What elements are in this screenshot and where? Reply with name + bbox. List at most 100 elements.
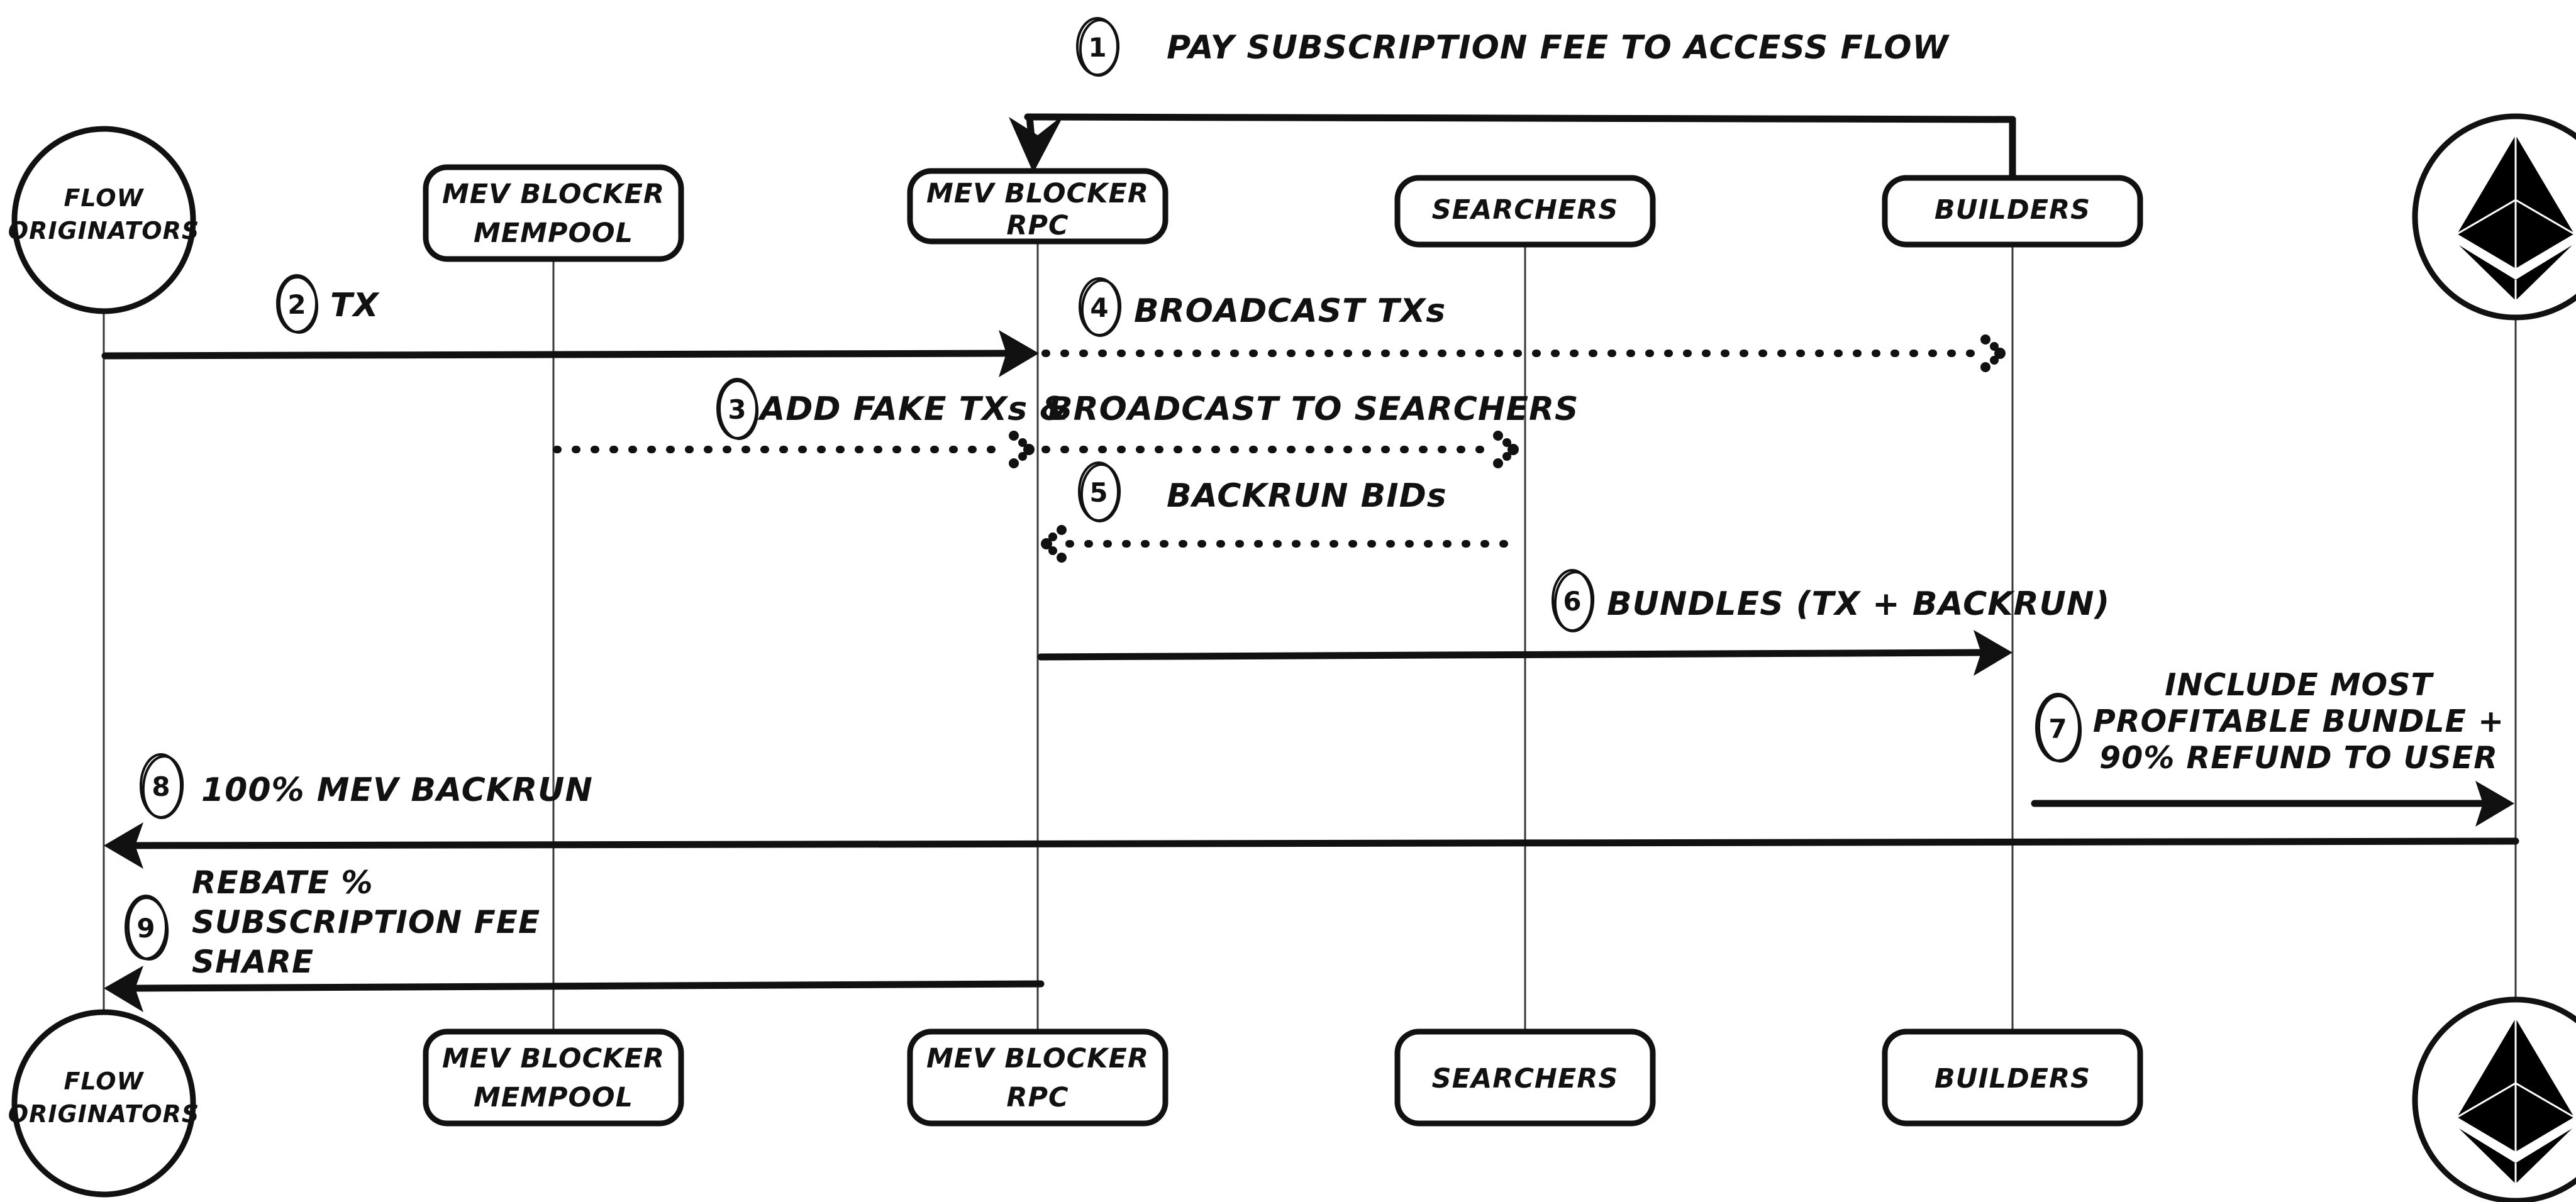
badge-ellipse-8-sketch bbox=[142, 755, 184, 819]
message-6-arrow-line bbox=[1037, 649, 1985, 661]
badge-ellipse-1-sketch bbox=[1079, 19, 1120, 77]
badge-number-7: 7 bbox=[2048, 714, 2067, 744]
message-5-arrowhead bbox=[1041, 525, 1067, 563]
participant-mev-blocker-rpc-top[interactable]: MEV BLOCKER RPC bbox=[907, 168, 1169, 245]
ethereum-logo-icon-top bbox=[2457, 135, 2575, 300]
participant-mev-blocker-mempool-bottom[interactable]: MEV BLOCKER MEMPOOL bbox=[423, 1028, 684, 1127]
badge-number-3: 3 bbox=[728, 394, 746, 425]
participant-builders-top[interactable]: BUILDERS bbox=[1882, 175, 2143, 248]
mev-blocker-mempool-label-line2-bottom: MEMPOOL bbox=[474, 1082, 633, 1113]
message-1-badge[interactable]: 1 bbox=[1076, 17, 1120, 77]
message-7-arrowhead bbox=[2475, 781, 2514, 827]
message-3b-arrowhead bbox=[1493, 431, 1519, 468]
badge-number-5: 5 bbox=[1089, 477, 1108, 508]
mev-blocker-rpc-label-line1-bottom: MEV BLOCKER bbox=[926, 1043, 1149, 1074]
flow-originators-shape-bottom bbox=[11, 1009, 196, 1198]
message-4-broadcast-txs[interactable] bbox=[1041, 334, 2006, 372]
badge-ellipse-6-sketch bbox=[1553, 571, 1595, 632]
badge-number-8: 8 bbox=[152, 771, 170, 802]
mev-blocker-mempool-shape-bottom bbox=[423, 1028, 684, 1127]
participant-mev-blocker-rpc-bottom[interactable]: MEV BLOCKER RPC bbox=[907, 1028, 1169, 1127]
message-2-label: TX bbox=[330, 287, 380, 324]
message-5-label: BACKRUN BIDs bbox=[1167, 477, 1447, 515]
message-3-arrowhead bbox=[1009, 431, 1035, 468]
participant-ethereum-top[interactable] bbox=[2412, 113, 2576, 321]
mev-blocker-rpc-label-line2-top: RPC bbox=[1006, 210, 1069, 241]
searchers-label-bottom: SEARCHERS bbox=[1432, 1063, 1619, 1094]
message-3-label-b: BROADCAST TO SEARCHERS bbox=[1048, 390, 1579, 428]
badge-ellipse-4-sketch bbox=[1080, 279, 1122, 337]
message-6-bundles[interactable] bbox=[1037, 630, 2012, 676]
message-8-arrow-line bbox=[131, 837, 2519, 849]
message-3-add-fake-txs[interactable] bbox=[553, 431, 1035, 468]
badge-number-9: 9 bbox=[136, 913, 155, 944]
message-7-label-line3: 90% REFUND TO USER bbox=[2099, 740, 2498, 776]
searchers-label-top: SEARCHERS bbox=[1432, 194, 1619, 226]
badge-number-2: 2 bbox=[287, 289, 306, 320]
message-3-badge[interactable]: 3 bbox=[716, 378, 759, 440]
message-8-arrowhead bbox=[104, 822, 143, 869]
flow-originators-label-line1-bottom: FLOW bbox=[64, 1067, 144, 1095]
message-7-label-line2: PROFITABLE BUNDLE + bbox=[2093, 703, 2504, 739]
message-8-mev-backrun[interactable] bbox=[104, 822, 2519, 869]
mev-blocker-rpc-label-line1-top: MEV BLOCKER bbox=[926, 178, 1149, 209]
message-2-arrowhead bbox=[999, 330, 1039, 377]
message-3-label-a: ADD FAKE TXs & bbox=[757, 390, 1069, 428]
badge-ellipse-3-sketch bbox=[718, 380, 759, 440]
message-6-label: BUNDLES (TX + BACKRUN) bbox=[1607, 585, 2110, 623]
message-4-arrowhead bbox=[1980, 334, 2006, 372]
mev-blocker-rpc-shape-bottom bbox=[907, 1028, 1169, 1127]
badge-ellipse-5-sketch bbox=[1080, 463, 1121, 522]
message-9-rebate-subscription-fee-share[interactable] bbox=[104, 966, 1045, 1012]
message-2-tx[interactable] bbox=[101, 330, 1039, 377]
participant-ethereum-bottom[interactable] bbox=[2412, 996, 2576, 1202]
message-1-label: PAY SUBSCRIPTION FEE TO ACCESS FLOW bbox=[1167, 29, 1950, 67]
participant-flow-originators-bottom[interactable]: FLOW ORIGINATORS bbox=[8, 1009, 199, 1198]
ethereum-logo-icon-bottom bbox=[2457, 1018, 2575, 1184]
flow-originators-label-line2-top: ORIGINATORS bbox=[8, 217, 199, 245]
message-8-badge[interactable]: 8 bbox=[140, 753, 184, 819]
badge-number-6: 6 bbox=[1563, 586, 1581, 617]
builders-shape-bottom bbox=[1882, 1028, 2143, 1127]
mev-blocker-mempool-shape-top bbox=[423, 164, 684, 262]
mev-blocker-mempool-label-line1-bottom: MEV BLOCKER bbox=[442, 1043, 665, 1074]
flow-originators-label-line2-bottom: ORIGINATORS bbox=[8, 1100, 199, 1128]
flow-originators-label-line1-top: FLOW bbox=[64, 184, 144, 212]
message-1-arrowhead bbox=[1009, 114, 1064, 173]
builders-label-bottom: BUILDERS bbox=[1935, 1063, 2090, 1094]
participant-mev-blocker-mempool-top[interactable]: MEV BLOCKER MEMPOOL bbox=[423, 164, 684, 262]
message-7-badge[interactable]: 7 bbox=[2035, 693, 2082, 763]
builders-label-top: BUILDERS bbox=[1935, 194, 2090, 226]
message-9-arrowhead bbox=[104, 966, 143, 1012]
searchers-shape-bottom bbox=[1394, 1028, 1656, 1127]
message-9-label-line3: SHARE bbox=[192, 944, 314, 980]
participant-searchers-top[interactable]: SEARCHERS bbox=[1394, 175, 1656, 248]
message-5-badge[interactable]: 5 bbox=[1078, 461, 1121, 522]
message-8-label: 100% MEV BACKRUN bbox=[201, 771, 593, 809]
builders-shape-top bbox=[1882, 175, 2143, 248]
message-7-include-most-profitable-bundle[interactable] bbox=[2031, 781, 2514, 827]
message-5-backrun-bids[interactable] bbox=[1041, 525, 1524, 563]
message-6-badge[interactable]: 6 bbox=[1552, 569, 1595, 632]
message-3b-broadcast-to-searchers[interactable] bbox=[1041, 431, 1519, 468]
participant-builders-bottom[interactable]: BUILDERS bbox=[1882, 1028, 2143, 1127]
badge-number-1: 1 bbox=[1088, 32, 1106, 63]
participant-flow-originators-top[interactable]: FLOW ORIGINATORS bbox=[8, 126, 199, 314]
message-9-label-line2: SUBSCRIPTION FEE bbox=[192, 904, 540, 940]
mev-blocker-rpc-shape-top bbox=[907, 168, 1169, 245]
message-4-label: BROADCAST TXs bbox=[1134, 292, 1446, 330]
message-2-badge[interactable]: 2 bbox=[276, 274, 319, 334]
message-1-arrow-path bbox=[1024, 113, 2016, 123]
mev-blocker-mempool-label-line1-top: MEV BLOCKER bbox=[442, 179, 665, 210]
message-9-label-line1: REBATE % bbox=[192, 864, 373, 901]
flow-originators-shape-top bbox=[11, 126, 196, 314]
badge-number-4: 4 bbox=[1090, 292, 1108, 323]
message-4-badge[interactable]: 4 bbox=[1079, 277, 1122, 337]
badge-ellipse-9-sketch bbox=[126, 896, 169, 961]
badge-ellipse-7-sketch bbox=[2037, 695, 2082, 763]
message-9-badge[interactable]: 9 bbox=[125, 895, 169, 961]
badge-ellipse-2-sketch bbox=[277, 276, 319, 334]
message-7-label-line1: INCLUDE MOST bbox=[2165, 667, 2434, 703]
participant-searchers-bottom[interactable]: SEARCHERS bbox=[1394, 1028, 1656, 1127]
